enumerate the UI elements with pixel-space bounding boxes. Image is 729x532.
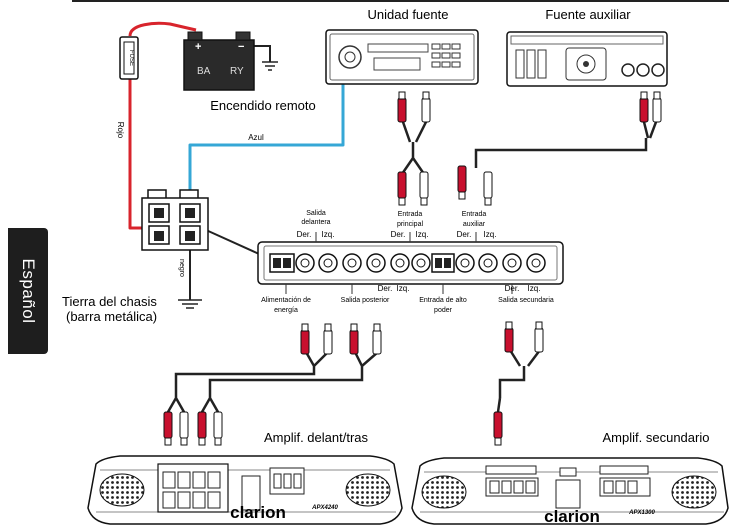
- battery-minus: −: [238, 41, 244, 53]
- rca-plug-secondary-amp: [493, 411, 503, 446]
- secondary-output-label: Salida secundaria: [498, 297, 554, 304]
- secondary-amp-cable: [496, 349, 541, 413]
- battery-text-left: BA: [197, 66, 211, 77]
- blue-wire-label: Azul: [248, 133, 264, 142]
- battery-text-right: RY: [230, 66, 244, 77]
- secondary-output-der: Der.: [505, 284, 520, 293]
- amp-secondary-brand: clarion: [544, 507, 600, 526]
- head-unit: [325, 29, 479, 85]
- rca-plugs-front-rear-amp: [163, 411, 223, 446]
- rca-plugs-secondary-output: [504, 321, 544, 353]
- chassis-ground-line2: (barra metálica): [66, 309, 157, 324]
- battery-plus: +: [195, 41, 201, 53]
- rear-output-der: Der.: [378, 284, 393, 293]
- amp-front-rear-brand: clarion: [230, 503, 286, 522]
- amp-secondary-caption: Amplif. secundario: [603, 430, 710, 445]
- amplifier-secondary: [411, 457, 729, 525]
- high-input-line2: poder: [434, 307, 453, 314]
- main-input-der: Der.: [391, 230, 406, 239]
- black-wire-label: negro: [178, 259, 185, 277]
- amp-front-rear-model: APX4240: [311, 505, 338, 511]
- high-input-line1: Entrada de alto: [419, 297, 467, 304]
- aux-source-label: Fuente auxiliar: [545, 7, 631, 22]
- chassis-ground-line1: Tierra del chasis: [62, 294, 157, 309]
- rear-output-label: Salida posterior: [341, 297, 390, 304]
- front-output-line1: Salida: [306, 210, 326, 217]
- chassis-ground-symbol: [178, 299, 202, 309]
- rca-plugs-main-input: [397, 171, 429, 206]
- main-input-line1: Entrada: [398, 211, 423, 218]
- red-wire-label: Rojo: [116, 122, 125, 139]
- main-cable: [400, 121, 428, 175]
- power-harness-connector: [141, 189, 209, 251]
- front-output-line2: delantera: [301, 219, 330, 226]
- remote-label: Encendido remoto: [210, 98, 316, 113]
- language-tab-label: Español: [19, 258, 38, 324]
- rear-output-izq: Izq.: [397, 284, 410, 293]
- amplifier-front-rear: [87, 455, 403, 525]
- front-output-izq: Izq.: [322, 230, 335, 239]
- secondary-output-izq: Izq.: [528, 284, 541, 293]
- front-rear-amp-cable: [166, 351, 379, 413]
- power-line1: Alimentación de: [261, 297, 311, 304]
- rca-plugs-head-unit: [397, 91, 431, 123]
- front-output-der: Der.: [297, 230, 312, 239]
- aux-input-der: Der.: [457, 230, 472, 239]
- aux-input-line2: auxiliar: [463, 221, 486, 228]
- main-input-izq: Izq.: [416, 230, 429, 239]
- rca-plugs-front-rear-output: [300, 323, 382, 355]
- processor-unit: [257, 232, 564, 294]
- head-unit-label: Unidad fuente: [368, 7, 449, 22]
- amp-front-rear-caption: Amplif. delant/tras: [264, 430, 369, 445]
- rca-plugs-aux-source: [639, 91, 662, 123]
- battery: + − BA RY: [183, 31, 255, 91]
- amp-secondary-model: APX1300: [628, 510, 655, 516]
- aux-cable: [474, 138, 648, 168]
- aux-source-unit: [506, 31, 668, 87]
- fuse-label: FUSE: [128, 50, 134, 66]
- fuse-holder: FUSE: [119, 36, 139, 80]
- power-line2: energía: [274, 307, 298, 314]
- language-tab: Español: [8, 228, 48, 354]
- battery-ground-symbol: [262, 61, 278, 71]
- aux-input-izq: Izq.: [484, 230, 497, 239]
- aux-input-line1: Entrada: [462, 211, 487, 218]
- main-input-line2: principal: [397, 221, 424, 228]
- blue-remote-wire: [188, 84, 345, 210]
- rca-plugs-aux-input: [457, 165, 493, 206]
